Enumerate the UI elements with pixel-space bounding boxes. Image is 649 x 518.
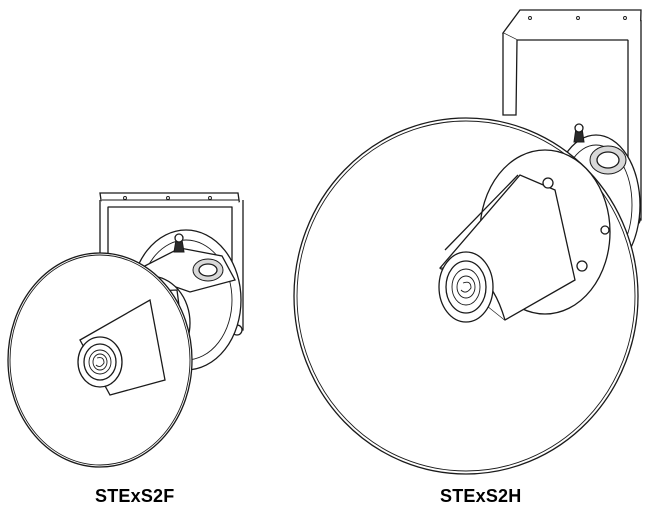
stexs2f-speaker-drawing [7, 192, 244, 468]
stexs2h-label: STExS2H [440, 486, 522, 506]
stexs2h-horn-cone [438, 149, 611, 323]
stexs2f-horn-bell [7, 252, 193, 468]
stexs2h-speaker-drawing [293, 9, 642, 475]
stexs2f-label: STExS2F [95, 486, 175, 506]
stexs2f-driver-housing [130, 229, 242, 371]
